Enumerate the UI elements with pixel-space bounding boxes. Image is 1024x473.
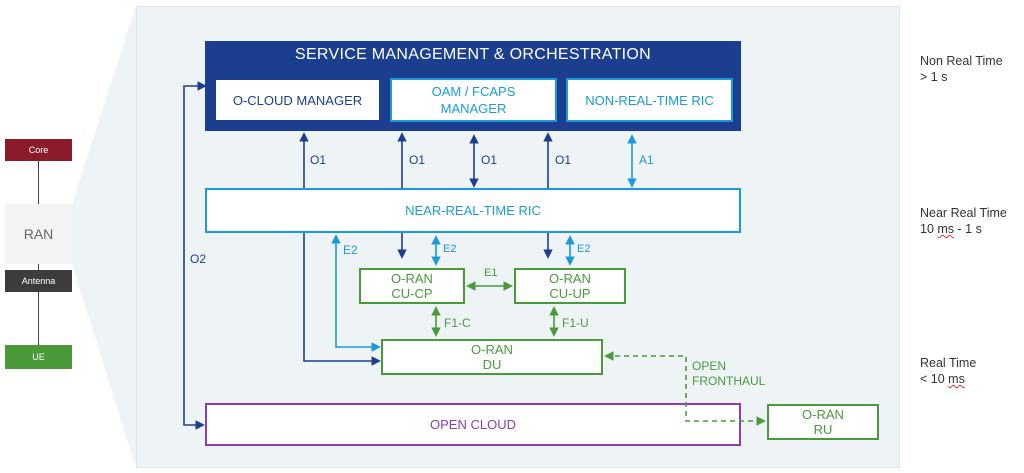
timing-near-rt-value-c: - 1 s (957, 222, 982, 236)
oam-line-1: OAM / FCAPS (431, 84, 516, 99)
open-cloud-label: OPEN CLOUD (430, 417, 516, 432)
o2-label: O2 (190, 252, 207, 266)
e2-du-link (331, 234, 381, 352)
du-line-1: O-RAN (471, 342, 513, 357)
timing-rt: Real Time < 10 ms (920, 355, 976, 387)
e2-label-cuup: E2 (577, 243, 591, 255)
antenna-box: Antenna (5, 270, 72, 292)
ric-to-du-link (303, 233, 381, 366)
fronthaul-label-2: FRONTHAUL (692, 374, 766, 388)
e2-label-du: E2 (343, 243, 358, 257)
cu-up-line-2: CU-UP (549, 286, 591, 301)
ocloud-manager-label: O-CLOUD MANAGER (232, 92, 363, 108)
non-rt-ric-label: NON-REAL-TIME RIC (585, 92, 714, 108)
ue-box: UE (5, 345, 72, 369)
cu-up-box: O-RAN CU-UP (514, 268, 626, 304)
e2-label-cucp: E2 (443, 243, 457, 255)
o1-label-3: O1 (481, 153, 498, 167)
timing-rt-unit: ms (948, 372, 965, 386)
near-rt-ric-label: NEAR-REAL-TIME RIC (405, 203, 541, 218)
smo-title: SERVICE MANAGEMENT & ORCHESTRATION (294, 46, 652, 63)
timing-rt-label: Real Time (920, 356, 977, 370)
timing-near-rt-unit: ms (937, 222, 955, 236)
du-line-2: DU (482, 357, 502, 372)
timing-non-rt: Non Real Time > 1 s (920, 53, 1003, 85)
oam-line-2: MANAGER (440, 101, 507, 116)
cu-up-line-1: O-RAN (549, 271, 591, 286)
timing-near-rt-value: 10 ms - 1 s (920, 221, 1007, 237)
ocloud-manager-box: O-CLOUD MANAGER (214, 78, 381, 122)
ru-line-1: O-RAN (802, 407, 844, 422)
oam-fcaps-manager-box: OAM / FCAPS MANAGER (390, 78, 557, 122)
cu-cp-line-2: CU-CP (391, 286, 433, 301)
timing-non-rt-label: Non Real Time (920, 54, 1003, 68)
e1-label: E1 (484, 267, 498, 279)
cu-cp-line-1: O-RAN (391, 271, 433, 286)
ru-box: O-RAN RU (767, 404, 879, 440)
a1-label: A1 (639, 153, 654, 167)
ran-label: RAN (23, 226, 54, 242)
timing-non-rt-value: > 1 s (920, 70, 948, 84)
near-rt-ric-box: NEAR-REAL-TIME RIC (205, 188, 741, 233)
timing-near-rt-label: Near Real Time (920, 206, 1007, 220)
timing-rt-value: < 10 ms (920, 371, 976, 387)
f1u-label: F1-U (562, 316, 589, 330)
du-box: O-RAN DU (381, 339, 603, 375)
non-rt-ric-box: NON-REAL-TIME RIC (566, 78, 733, 122)
o1-label-2: O1 (409, 153, 426, 167)
f1c-label: F1-C (444, 316, 471, 330)
core-box: Core (5, 139, 72, 161)
o2-link (183, 81, 207, 430)
ru-line-2: RU (813, 422, 833, 437)
fronthaul-label-1: OPEN (692, 359, 727, 373)
fronthaul-link (604, 351, 766, 426)
timing-near-rt-value-a: 10 (920, 222, 934, 236)
timing-rt-value-a: < 10 (920, 372, 945, 386)
o1-label-4: O1 (555, 153, 572, 167)
timing-near-rt: Near Real Time 10 ms - 1 s (920, 205, 1007, 237)
o1-label-1: O1 (310, 153, 327, 167)
ran-box: RAN (5, 204, 72, 264)
